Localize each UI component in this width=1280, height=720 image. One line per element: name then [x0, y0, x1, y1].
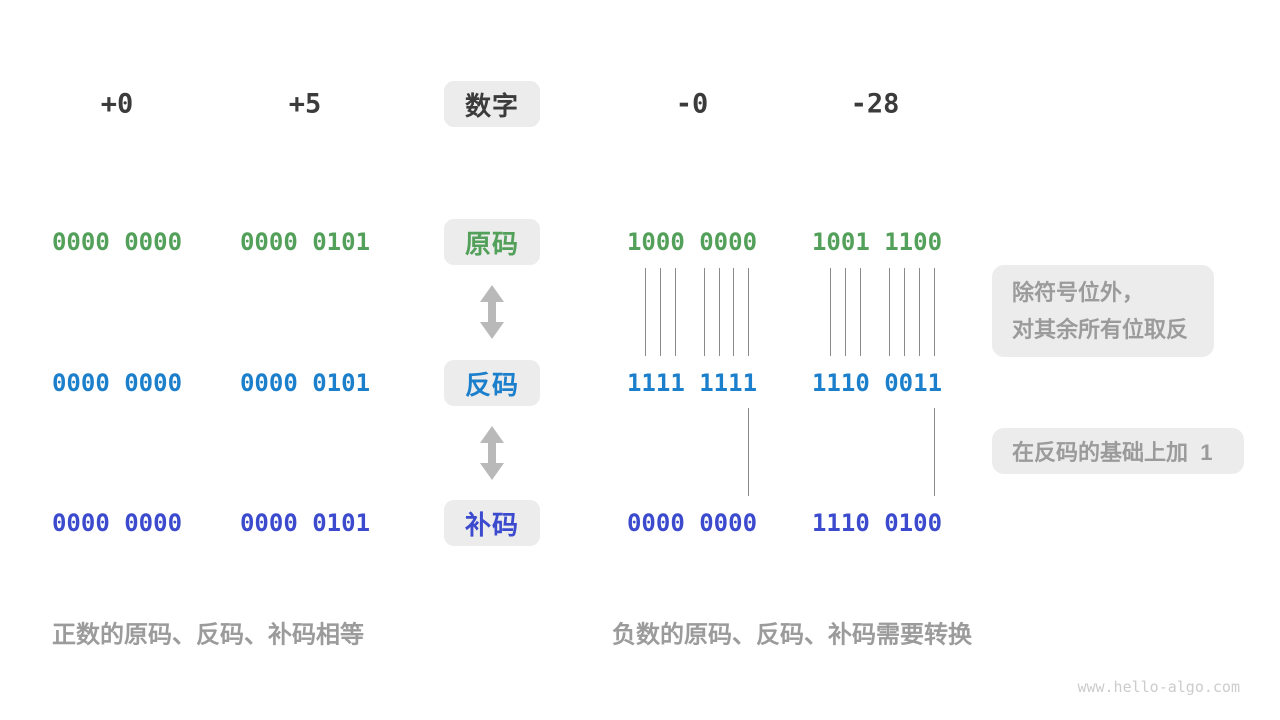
twos-complement-plus0: 0000 0000 [51, 509, 183, 537]
ones-complement-minus0: 1111 1111 [626, 369, 758, 397]
sign-magnitude-plus0: 0000 0000 [51, 228, 183, 256]
tick-line [748, 408, 749, 496]
invert-bits-note-line2: 对其余所有位取反 [1012, 317, 1189, 342]
number-label-badge: 数字 [444, 81, 540, 127]
tick-line [934, 268, 935, 356]
tick-line [660, 268, 661, 356]
tick-line [645, 268, 646, 356]
sign-magnitude-plus5: 0000 0101 [239, 228, 371, 256]
tick-line [934, 408, 935, 496]
tick-line [919, 268, 920, 356]
add-one-note: 在反码的基础上加 1 [992, 428, 1244, 474]
number-label-text: 数字 [464, 90, 519, 121]
ones-complement-plus5: 0000 0101 [239, 369, 371, 397]
tick-line [719, 268, 720, 356]
twos-complement-plus5: 0000 0101 [239, 509, 371, 537]
watermark-url: www.hello-algo.com [1077, 678, 1240, 696]
tick-line [860, 268, 861, 356]
tick-line [675, 268, 676, 356]
sign-magnitude-badge-text: 原码 [464, 228, 519, 259]
ones-complement-minus28: 1110 0011 [811, 369, 943, 397]
twos-complement-minus0: 0000 0000 [626, 509, 758, 537]
tick-line [845, 268, 846, 356]
ones-complement-plus0: 0000 0000 [51, 369, 183, 397]
invert-bits-note-line1: 除符号位外， [1012, 280, 1145, 305]
tick-line [748, 268, 749, 356]
header-value-plus-5: +5 [288, 88, 322, 120]
tick-line [889, 268, 890, 356]
twos-complement-badge-text: 补码 [464, 509, 519, 540]
tick-line [904, 268, 905, 356]
header-value-plus-0: +0 [100, 88, 134, 120]
header-value-minus-0: -0 [675, 88, 709, 120]
sign-magnitude-badge: 原码 [444, 219, 540, 265]
tick-line [733, 268, 734, 356]
sign-magnitude-minus0: 1000 0000 [626, 228, 758, 256]
tick-line [704, 268, 705, 356]
up-down-arrow-icon [479, 285, 505, 339]
add-one-note-text: 在反码的基础上加 1 [1012, 440, 1213, 465]
negative-numbers-caption: 负数的原码、反码、补码需要转换 [612, 621, 972, 649]
sign-magnitude-minus28: 1001 1100 [811, 228, 943, 256]
twos-complement-minus28: 1110 0100 [811, 509, 943, 537]
invert-bits-note: 除符号位外， 对其余所有位取反 [992, 265, 1214, 357]
twos-complement-badge: 补码 [444, 500, 540, 546]
positive-numbers-caption: 正数的原码、反码、补码相等 [52, 621, 364, 649]
header-value-minus-28: -28 [850, 88, 900, 120]
up-down-arrow-icon [479, 426, 505, 480]
ones-complement-badge: 反码 [444, 360, 540, 406]
ones-complement-badge-text: 反码 [464, 369, 519, 400]
tick-line [830, 268, 831, 356]
